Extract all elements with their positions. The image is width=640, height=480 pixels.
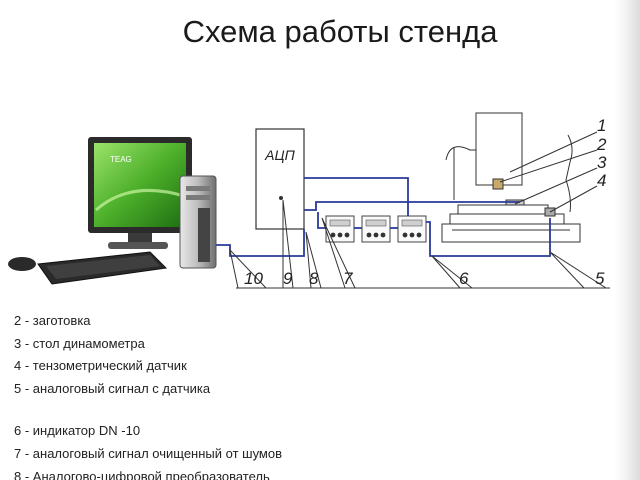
callout-7: 7	[343, 269, 353, 288]
leader-9	[282, 199, 294, 289]
wire-pc-to-adc	[216, 229, 305, 257]
callout-1: 1	[597, 116, 606, 135]
legend-item: 7 - аналоговый сигнал очищенный от шумов	[14, 445, 283, 461]
adc-box	[255, 128, 305, 230]
leader-2	[499, 149, 598, 183]
callout-2: 2	[596, 135, 607, 154]
leader-4	[549, 185, 598, 213]
callout-5: 5	[595, 269, 605, 288]
legend-spacer	[14, 400, 574, 420]
wire-adc-top	[304, 177, 409, 216]
leader-5	[549, 251, 607, 289]
legend-item: 4 - тензометрический датчик	[14, 358, 187, 374]
indicator-module-2	[361, 215, 391, 243]
screen-text: TEAG	[110, 155, 132, 164]
wiring	[216, 177, 551, 257]
leader-3	[514, 167, 598, 205]
legend-item: 3 - стол динамометра	[14, 335, 145, 351]
indicator-modules	[325, 215, 427, 243]
machine-frame-left	[445, 146, 476, 200]
monitor-screen	[94, 143, 186, 227]
wire-signal-5	[426, 218, 551, 257]
tower-drive-1	[186, 186, 210, 191]
monitor-neck	[128, 233, 152, 243]
callout-6: 6	[459, 269, 469, 288]
legend-item: 8 - Аналогово-цифровой преобразователь	[14, 468, 270, 480]
callout-8: 8	[309, 269, 319, 288]
slide-edge-shadow	[614, 0, 640, 480]
indicator-module-1	[325, 215, 355, 243]
wire-adc-to-pc	[304, 201, 520, 211]
leader-6	[431, 255, 473, 289]
leader-8	[305, 231, 322, 289]
legend-list: 2 - заготовка 3 - стол динамометра 4 - т…	[14, 310, 574, 480]
computer-illustration: TEAG	[8, 137, 217, 285]
tower-drive-2	[186, 195, 210, 200]
leader-1	[509, 131, 598, 173]
wire-sensor-1	[317, 212, 326, 229]
adc-label: АЦП	[264, 147, 296, 163]
workpiece-clamp	[492, 178, 504, 190]
adc-terminal	[279, 196, 283, 200]
legend-item: 5 - аналоговый сигнал с датчика	[14, 380, 211, 396]
slide-title: Схема работы стенда	[182, 14, 498, 49]
tower-front-panel	[198, 208, 210, 262]
callout-4: 4	[597, 171, 606, 190]
monitor-base	[108, 242, 168, 249]
keyboard-keys	[46, 255, 160, 279]
machine-frame-right	[565, 134, 573, 213]
mouse	[8, 257, 36, 271]
callout-10: 10	[244, 269, 263, 288]
leader-10	[229, 248, 267, 289]
dynamometer-stand	[441, 112, 581, 243]
indicator-module-3	[397, 215, 427, 243]
spindle-housing	[475, 112, 523, 186]
callout-9: 9	[283, 269, 293, 288]
leader-lines	[229, 131, 610, 289]
adc-unit: АЦП	[255, 128, 305, 230]
screen-swirl	[95, 189, 185, 212]
legend-item: 6 - индикатор DN -10	[14, 423, 141, 439]
machine-bed	[441, 223, 581, 243]
dynamometer-table	[457, 204, 549, 215]
leader-7	[321, 217, 356, 289]
callout-numbers: 1 2 3 4 5 6 7 8 9 10	[244, 116, 607, 288]
callout-3: 3	[597, 153, 607, 172]
legend-item: 2 - заготовка	[14, 313, 91, 328]
